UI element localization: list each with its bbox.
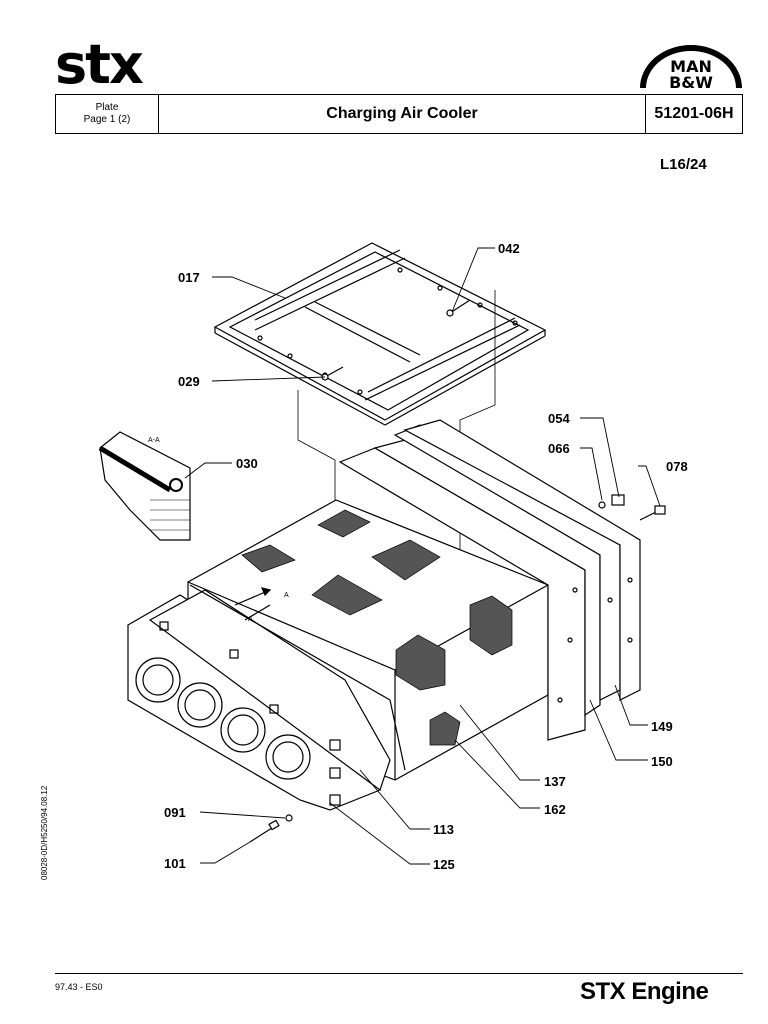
section-inset: A-A	[98, 431, 191, 541]
plate-cell: Plate Page 1 (2)	[56, 95, 159, 133]
logo-man-text: MAN	[670, 57, 712, 76]
leader-lines	[184, 247, 661, 865]
logo-bw-text: B&W	[669, 73, 713, 90]
document-title: Charging Air Cooler	[159, 95, 646, 133]
callout-054: 054	[548, 411, 570, 426]
side-reference: 08028-0D/H5250/94.08.12	[40, 785, 49, 880]
top-cover-part	[213, 242, 547, 426]
title-block: Plate Page 1 (2) Charging Air Cooler 512…	[55, 94, 743, 134]
plate-label: Plate	[95, 102, 119, 113]
callout-137: 137	[544, 774, 566, 789]
callout-078: 078	[666, 459, 688, 474]
side-plates-part	[338, 419, 641, 741]
callout-150: 150	[651, 754, 673, 769]
callout-125: 125	[433, 857, 455, 872]
callout-042: 042	[498, 241, 520, 256]
stx-logo: stx	[55, 33, 144, 96]
section-label: A-A	[148, 437, 160, 444]
footer-revision: 97.43 - ES0	[55, 982, 103, 992]
footer-brand: STX Engine	[580, 978, 709, 1005]
engine-model: L16/24	[660, 156, 707, 173]
man-bw-logo: MAN B&W	[640, 45, 742, 90]
section-arrows: A A	[234, 587, 289, 623]
front-header-part	[127, 584, 406, 811]
page-label: Page 1 (2)	[83, 114, 131, 125]
section-arrow-label-top: A	[284, 592, 289, 599]
fastener-parts	[249, 494, 666, 843]
footer-divider	[55, 973, 743, 974]
callout-113: 113	[433, 822, 454, 837]
callout-029: 029	[178, 374, 200, 389]
callout-017: 017	[178, 270, 200, 285]
callout-066: 066	[548, 441, 570, 456]
callout-091: 091	[164, 805, 186, 820]
callout-030: 030	[236, 456, 258, 471]
section-arrow-label-bottom: A	[248, 616, 253, 623]
callout-162: 162	[544, 802, 566, 817]
plate-code: 51201-06H	[654, 105, 734, 122]
callout-labels: 017 042 029 054 066 078 030 149 150 137 …	[164, 241, 688, 872]
callout-149: 149	[651, 719, 673, 734]
callout-101: 101	[164, 856, 186, 871]
